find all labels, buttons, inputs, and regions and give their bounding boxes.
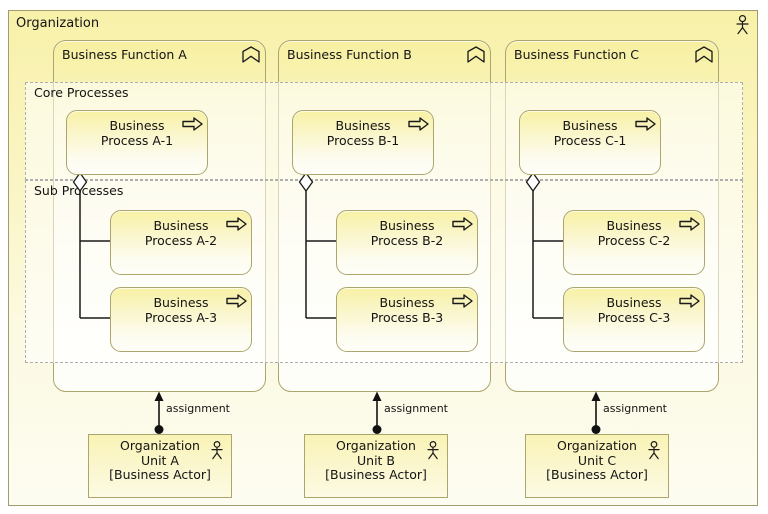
business-process-icon: [182, 117, 203, 131]
unit-label-line1: Organization: [336, 438, 416, 453]
business-process-icon: [226, 217, 247, 231]
assignment-relation-label: assignment: [384, 402, 448, 415]
unit-label-line1: Organization: [557, 438, 637, 453]
unit-label-line3: [Business Actor]: [546, 467, 648, 482]
business-actor-icon: [427, 441, 439, 460]
process-label-line1: Business: [153, 295, 209, 310]
process-label-line1: Business: [606, 218, 662, 233]
business-process-icon: [679, 294, 700, 308]
organization-unit-c-box[interactable]: Organization Unit C [Business Actor]: [525, 434, 669, 498]
business-function-label: Business Function C: [514, 47, 639, 62]
assignment-relation-label: assignment: [603, 402, 667, 415]
process-label-line2: Process A-2: [144, 233, 218, 248]
business-actor-icon: [648, 441, 660, 460]
process-label-line1: Business: [562, 118, 618, 133]
unit-label-line3: [Business Actor]: [325, 467, 427, 482]
business-process-icon: [408, 117, 429, 131]
business-process-icon: [452, 294, 473, 308]
business-process-icon: [635, 117, 656, 131]
process-label-line1: Business: [335, 118, 391, 133]
business-process-icon: [226, 294, 247, 308]
process-label-line2: Process C-3: [597, 310, 671, 325]
process-label-line2: Process A-1: [100, 133, 174, 148]
process-label-line1: Business: [153, 218, 209, 233]
business-process-icon: [679, 217, 700, 231]
process-label-line2: Process C-1: [553, 133, 627, 148]
process-label-line2: Process B-3: [370, 310, 444, 325]
assignment-relation-label: assignment: [166, 402, 230, 415]
business-function-label: Business Function A: [62, 47, 187, 62]
process-label-line1: Business: [379, 218, 435, 233]
business-function-icon: [695, 46, 713, 64]
process-label-line2: Process A-3: [144, 310, 218, 325]
business-function-icon: [242, 46, 260, 64]
process-label-line1: Business: [109, 118, 165, 133]
business-function-icon: [467, 46, 485, 64]
business-actor-icon: [211, 441, 223, 460]
business-process-icon: [452, 217, 473, 231]
unit-label-line2: Unit B: [357, 452, 395, 468]
group-label: Sub Processes: [34, 183, 124, 198]
business-actor-icon: [736, 15, 749, 35]
unit-label-line2: Unit C: [577, 452, 617, 468]
unit-label-line3: [Business Actor]: [109, 467, 211, 482]
process-label-line2: Process B-1: [326, 133, 400, 148]
organization-unit-b-box[interactable]: Organization Unit B [Business Actor]: [304, 434, 448, 498]
unit-label-line1: Organization: [120, 438, 200, 453]
organization-label: Organization: [16, 16, 100, 31]
process-label-line2: Process B-2: [370, 233, 444, 248]
organization-unit-a-box[interactable]: Organization Unit A [Business Actor]: [88, 434, 232, 498]
process-label-line1: Business: [379, 295, 435, 310]
process-label-line1: Business: [606, 295, 662, 310]
business-function-label: Business Function B: [287, 47, 412, 62]
unit-label-line2: Unit A: [141, 452, 179, 468]
group-label: Core Processes: [34, 85, 129, 100]
process-label-line2: Process C-2: [597, 233, 671, 248]
